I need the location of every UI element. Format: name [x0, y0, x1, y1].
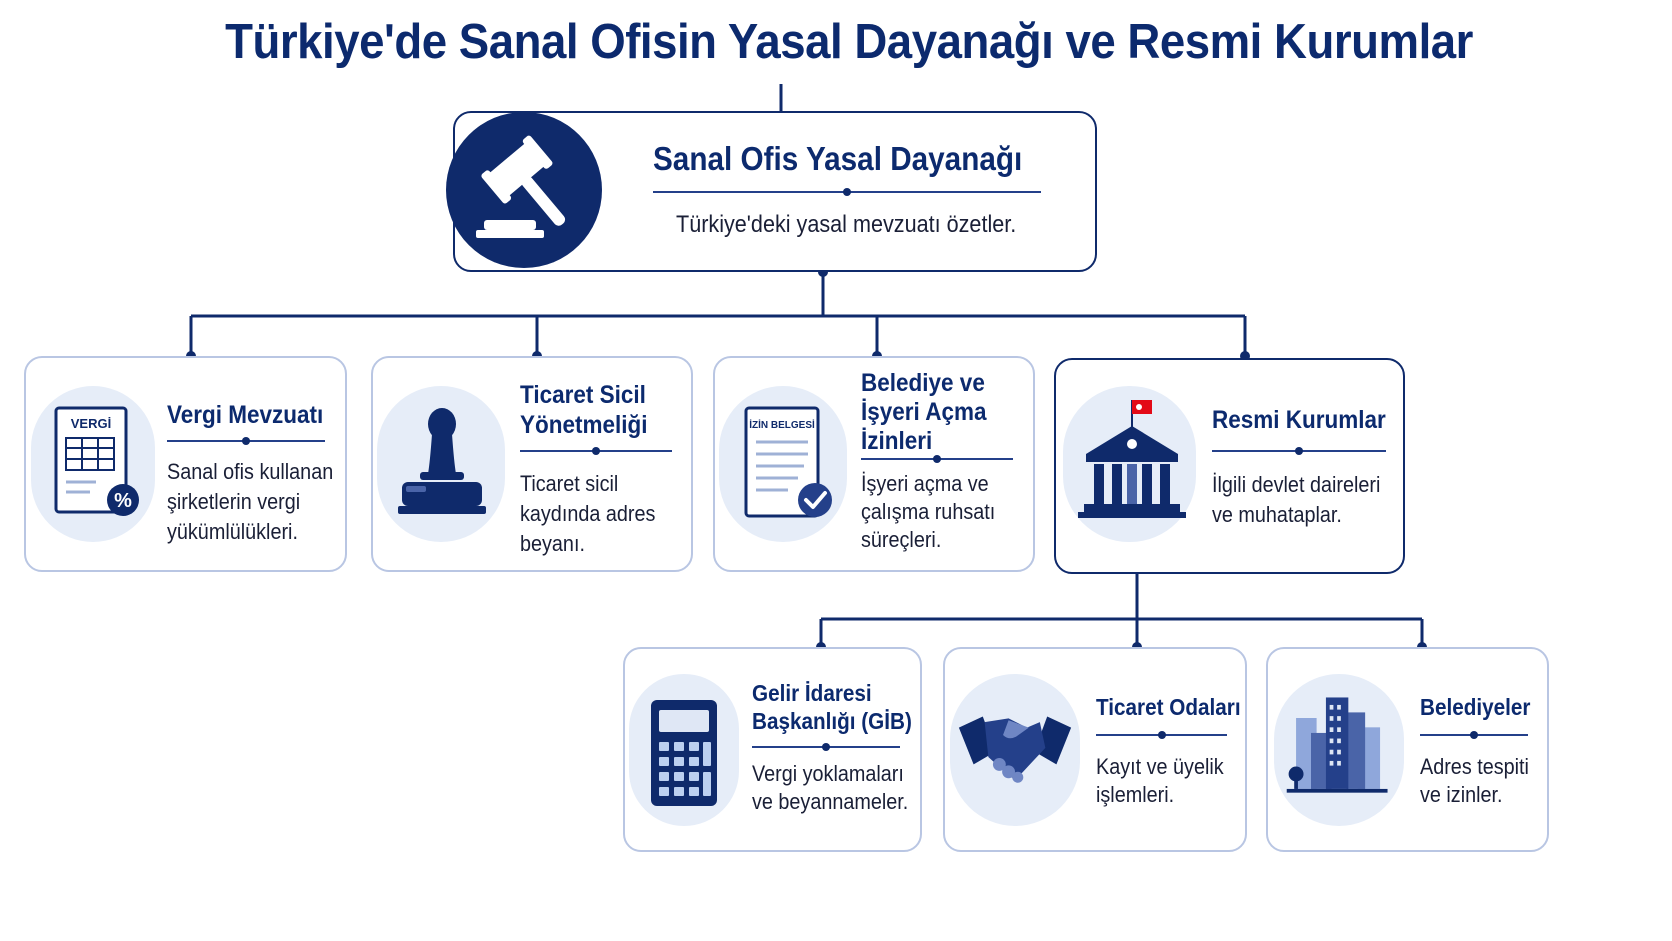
tax-document-label: VERGİ: [71, 416, 111, 431]
permit-document-icon: İZİN BELGESİ: [744, 406, 832, 518]
card-resmi-kurumlar-desc: İlgili devlet daireleri ve muhataplar.: [1212, 472, 1381, 527]
root-desc: Türkiye'deki yasal mevzuatı özetler.: [676, 211, 1017, 238]
permit-document-label: İZİN BELGESİ: [749, 418, 815, 431]
card-ticaret-sicil-desc: Ticaret sicil kaydında adres beyanı.: [520, 471, 656, 556]
gavel-icon: [476, 135, 566, 238]
card-vergi-desc: Sanal ofis kullanan şirketlerin vergi yü…: [167, 459, 334, 544]
card-belediyeler-title: Belediyeler: [1420, 694, 1531, 720]
root-divider: [653, 188, 1041, 196]
card-gib-title: Gelir İdaresi Başkanlığı (GİB): [752, 680, 912, 734]
percent-symbol: %: [114, 490, 132, 512]
card-vergi-title: Vergi Mevzuatı: [167, 401, 324, 429]
card-ticaret-sicil-title: Ticaret Sicil Yönetmeliği: [520, 381, 648, 439]
card-gib-desc: Vergi yoklamaları ve beyannameler.: [752, 761, 909, 814]
root-title: Sanal Ofis Yasal Dayanağı: [653, 140, 1023, 177]
handshake-icon: [958, 716, 1072, 783]
card-belediyeler-divider: [1420, 731, 1528, 739]
page-title: Türkiye'de Sanal Ofisin Yasal Dayanağı v…: [225, 15, 1473, 69]
root-icon-circle: [446, 112, 602, 268]
calculator-icon: [651, 700, 717, 806]
card-vergi-divider: [167, 437, 325, 445]
tax-document-icon: VERGİ %: [54, 406, 139, 516]
card-resmi-kurumlar-title: Resmi Kurumlar: [1212, 406, 1386, 434]
card-belediye-title: Belediye ve İşyeri Açma İzinleri: [861, 369, 987, 455]
card-belediye-desc: İşyeri açma ve çalışma ruhsatı süreçleri…: [861, 471, 996, 552]
card-resmi-kurumlar-divider: [1212, 447, 1386, 455]
card-gib-divider: [752, 743, 900, 751]
card-belediyeler-desc: Adres tespiti ve izinler.: [1420, 754, 1529, 807]
card-ticaret-odalari-desc: Kayıt ve üyelik işlemleri.: [1096, 754, 1224, 807]
card-ticaret-sicil-divider: [520, 447, 672, 455]
card-ticaret-odalari-divider: [1096, 731, 1227, 739]
government-building-icon: [1078, 400, 1186, 518]
card-ticaret-odalari-title: Ticaret Odaları: [1096, 694, 1241, 720]
stamp-icon: [398, 408, 486, 514]
city-buildings-icon: [1286, 697, 1388, 793]
card-belediye-divider: [861, 455, 1013, 463]
